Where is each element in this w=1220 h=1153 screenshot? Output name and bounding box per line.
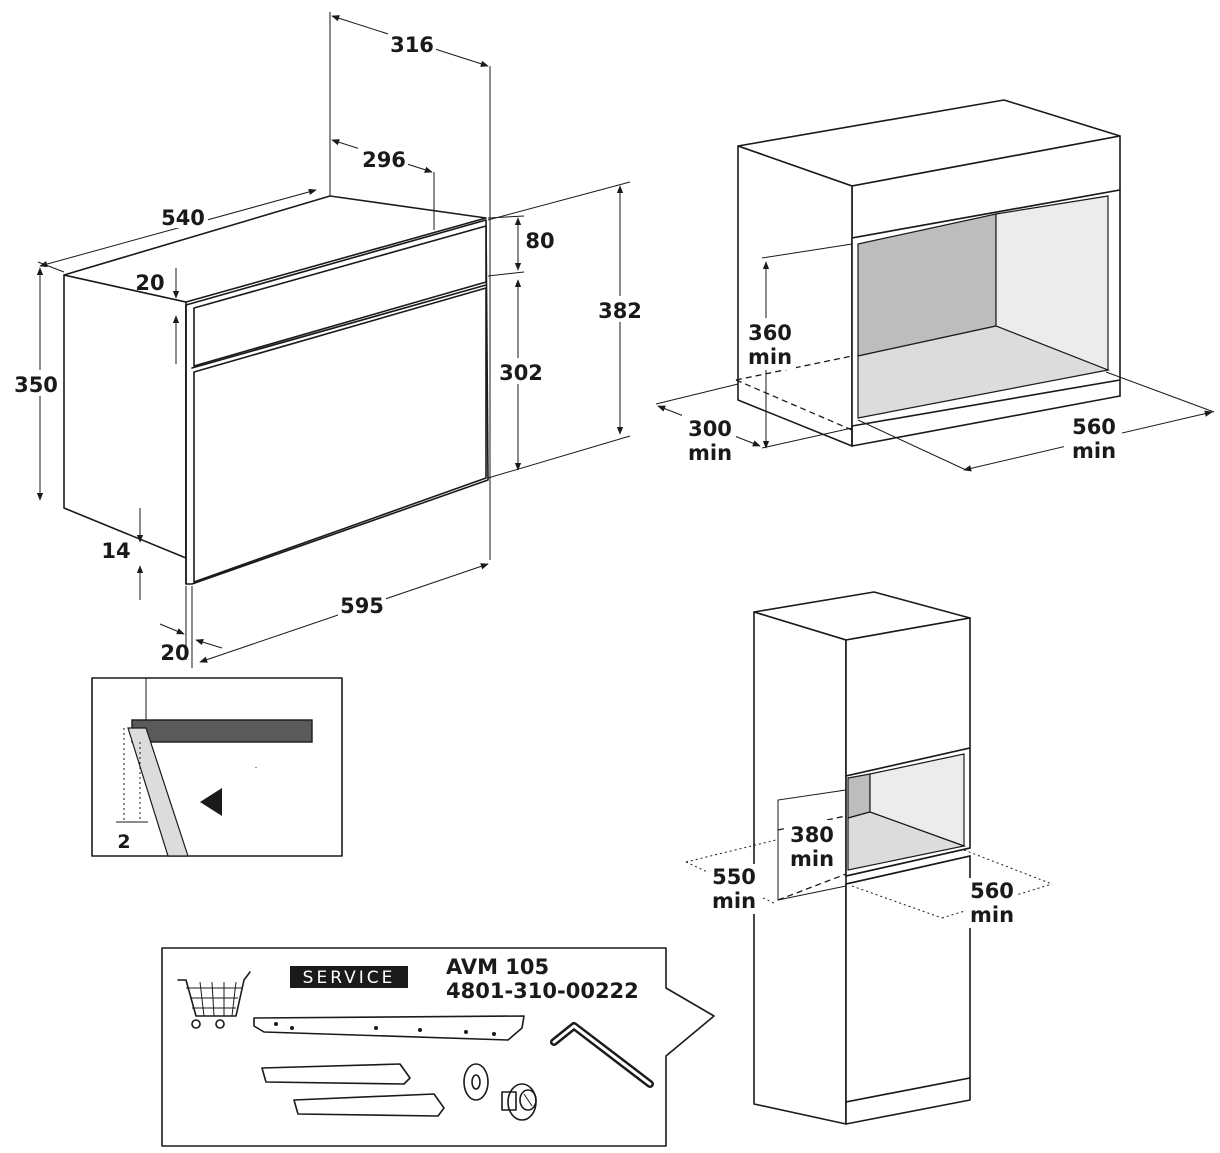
dim-14-label: 14 (101, 539, 130, 563)
dim-560-column-unit: min (970, 903, 1014, 927)
dim-540-label: 540 (161, 206, 205, 230)
dim-380-unit: min (790, 847, 834, 871)
screw-icon (501, 1083, 537, 1121)
column-niche-floor (847, 811, 967, 871)
dim-382-label: 382 (598, 299, 642, 323)
dim-316-label: 316 (390, 33, 434, 57)
column-lower-door (845, 855, 971, 1103)
dim-550-label: 550 (712, 865, 756, 889)
column-plinth (845, 1077, 971, 1125)
dim-350: 350 (12, 267, 62, 501)
dim-560-column-min: 560 min (851, 849, 1053, 928)
dim-595: 595 (191, 563, 489, 668)
service-callout-frame (161, 947, 715, 1147)
dim-20-bottom: 20 (159, 586, 223, 665)
detail-panel-bar (131, 719, 313, 743)
dim-80: 80 (487, 215, 555, 277)
oven-control-panel (193, 225, 487, 367)
dim-550-unit: min (712, 889, 756, 913)
wall-niche-drawing (735, 99, 1121, 447)
dim-595-label: 595 (340, 594, 384, 618)
dim-560-wall-unit: min (1072, 439, 1116, 463)
detail-hinge-arm (127, 727, 189, 857)
detail-gap-label: 2 (117, 831, 130, 853)
dim-550-min: 550 min (685, 839, 777, 914)
dim-360-label: 360 (748, 321, 792, 345)
mounting-rail (253, 1015, 525, 1041)
column-niche-back (847, 773, 871, 819)
dim-80-label: 80 (525, 229, 554, 253)
dim-360-unit: min (748, 345, 792, 369)
spacer-2 (293, 1093, 445, 1117)
dim-14: 14 (101, 508, 144, 600)
dim-380-label: 380 (790, 823, 834, 847)
niche-left-wall (737, 145, 853, 447)
dim-300-min: 300 min (655, 383, 853, 466)
dim-300-label: 300 (688, 417, 732, 441)
service-part-number: 4801-310-00222 (446, 979, 639, 1003)
service-badge (290, 966, 408, 988)
niche-floor (857, 325, 1111, 419)
dim-560-column-label: 560 (970, 879, 1014, 903)
dim-20-bottom-label: 20 (160, 641, 189, 665)
dim-350-label: 350 (14, 373, 58, 397)
dim-560-wall-min: 560 min (857, 371, 1215, 472)
dim-540: 540 (37, 188, 317, 273)
dim-20-top-label: 20 (135, 271, 164, 295)
washer-icon (463, 1063, 489, 1101)
oven-side-face (63, 274, 187, 559)
dim-302-label: 302 (499, 361, 543, 385)
column-niche-drawing (753, 591, 971, 1125)
dim-302: 302 (498, 279, 544, 471)
dim-296: 296 (331, 139, 435, 230)
dim-360-min: 360 min (744, 243, 853, 449)
dim-296-label: 296 (362, 148, 406, 172)
allen-key-icon (550, 1022, 654, 1088)
dim-20-top: 20 (135, 268, 180, 364)
oven-drawing (63, 195, 489, 585)
rotate-arrow-icon (200, 767, 260, 816)
dim-382: 382 (487, 181, 644, 479)
detail-box: 2 (91, 677, 343, 857)
oven-panel-door-split (191, 284, 487, 369)
dim-300-unit: min (688, 441, 732, 465)
service-kit-callout: SERVICE AVM 105 4801-310-00222 (161, 947, 715, 1147)
oven-door (193, 287, 487, 583)
service-kit-name: AVM 105 (446, 955, 549, 979)
dim-560-wall-label: 560 (1072, 415, 1116, 439)
service-badge-label: SERVICE (303, 968, 396, 988)
spacer-1 (261, 1063, 411, 1085)
dim-380-min: 380 min (786, 820, 838, 872)
shopping-cart-icon (177, 971, 251, 1029)
